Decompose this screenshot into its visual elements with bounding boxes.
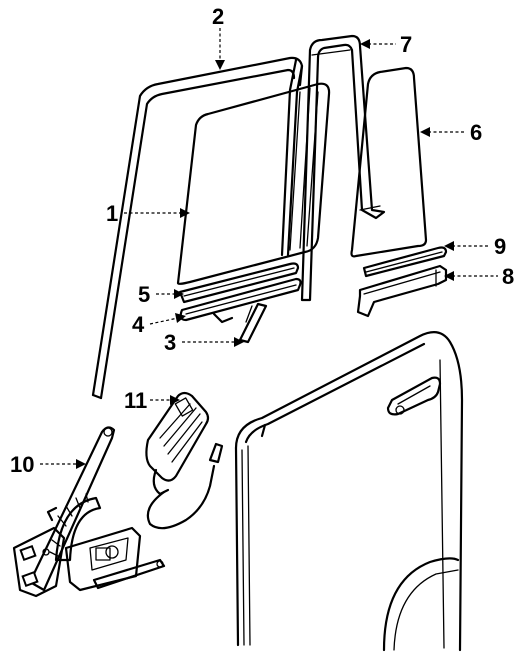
callout-label-8: 8 <box>502 264 514 289</box>
part-5-weatherstrip <box>178 262 300 304</box>
part-10-window-regulator <box>12 426 166 598</box>
callout-10: 10 <box>10 452 86 477</box>
door-shell <box>234 331 464 652</box>
part-7-glass-channel <box>300 34 386 302</box>
callout-label-6: 6 <box>470 120 482 145</box>
callout-4: 4 <box>132 312 186 337</box>
callout-label-10: 10 <box>10 452 34 477</box>
callout-label-7: 7 <box>400 32 412 57</box>
callout-6: 6 <box>420 120 482 145</box>
part-8-sash-channel <box>356 264 448 318</box>
callout-7: 7 <box>360 32 412 57</box>
callout-3: 3 <box>164 330 244 355</box>
part-3-channel <box>238 302 268 344</box>
part-11-window-motor <box>145 391 224 530</box>
callout-1: 1 <box>106 201 190 226</box>
callout-label-4: 4 <box>132 312 145 337</box>
callout-2: 2 <box>212 4 225 70</box>
part-4-sash-channel <box>179 277 302 324</box>
callout-11: 11 <box>124 388 180 413</box>
callout-9: 9 <box>444 234 506 259</box>
part-2-run-channel <box>91 56 304 400</box>
part-6-stationary-glass <box>350 66 428 258</box>
callout-label-3: 3 <box>164 330 176 355</box>
callout-8: 8 <box>444 264 514 289</box>
callout-label-2: 2 <box>212 4 224 29</box>
callout-5: 5 <box>138 282 184 307</box>
callout-label-1: 1 <box>106 201 118 226</box>
callout-label-9: 9 <box>494 234 506 259</box>
part-9-weatherstrip <box>362 246 448 278</box>
callout-label-11: 11 <box>124 388 147 413</box>
callout-label-5: 5 <box>138 282 150 307</box>
